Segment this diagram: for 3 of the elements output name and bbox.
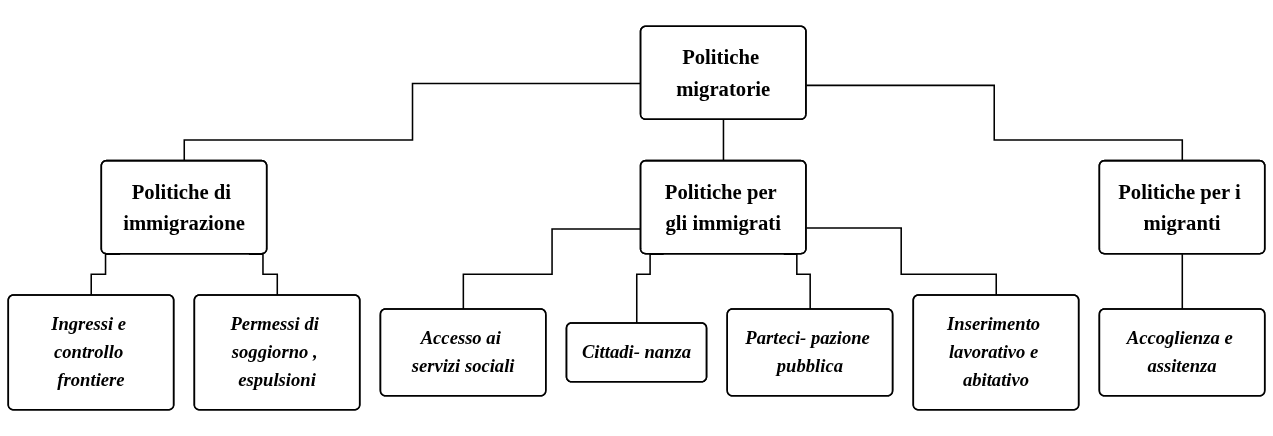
connector: [722, 119, 725, 162]
connector: [805, 227, 998, 297]
connector: [805, 84, 1184, 162]
